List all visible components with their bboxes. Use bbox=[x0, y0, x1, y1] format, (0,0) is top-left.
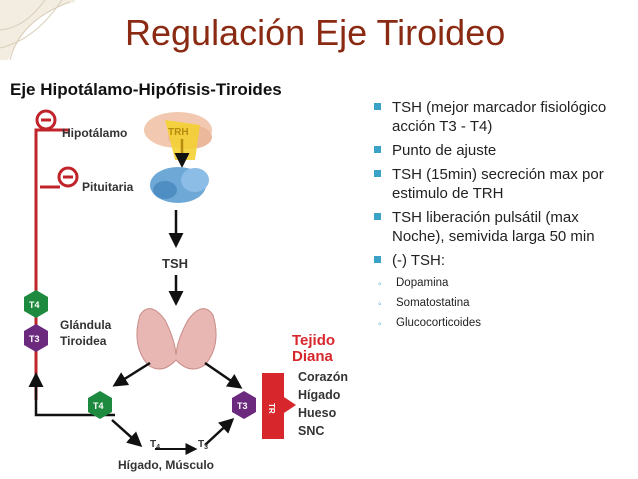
bottom-t4-label: T4 bbox=[150, 439, 160, 451]
target-snc: SNC bbox=[298, 424, 324, 438]
bullet-marker-icon bbox=[374, 103, 381, 110]
bullet-list: TSH (mejor marcador fisiológico acción T… bbox=[372, 98, 634, 336]
slide-title: Regulación Eje Tiroideo bbox=[125, 12, 506, 53]
trh-label: TRH bbox=[168, 127, 189, 138]
bullet-item: (-) TSH: bbox=[372, 251, 634, 270]
glandula-label: Glándula bbox=[60, 318, 112, 332]
bullet-item: TSH (15min) secreción max por estimulo d… bbox=[372, 165, 634, 203]
bullet-item: TSH (mejor marcador fisiológico acción T… bbox=[372, 98, 634, 136]
sub-bullet-item: ◦Glucocorticoides bbox=[378, 317, 482, 330]
corner-ornament bbox=[0, 0, 75, 60]
bullet-marker-icon bbox=[374, 170, 381, 177]
bottom-t3-label: T3 bbox=[198, 439, 208, 451]
bullet-item: TSH liberación pulsátil (max Noche), sem… bbox=[372, 208, 634, 246]
svg-text:T4: T4 bbox=[93, 401, 104, 411]
target-tissue-panel: TR bbox=[262, 373, 296, 439]
sub-bullet-marker-icon: ◦ bbox=[378, 319, 382, 330]
bottom-label: Hígado, Músculo bbox=[118, 458, 214, 472]
bullet-marker-icon bbox=[374, 213, 381, 220]
hypothalamus-illustration: TRH bbox=[144, 112, 212, 168]
sub-bullet-item: ◦Dopamina bbox=[378, 277, 449, 290]
thyroid-axis-diagram: Eje Hipotálamo-Hipófisis-Tiroides Hipotá… bbox=[10, 80, 348, 472]
t3-hexagon-right: T3 bbox=[232, 391, 256, 419]
target-list: Corazón Hígado Hueso SNC bbox=[298, 370, 348, 438]
tejido-label: Tejido bbox=[292, 332, 335, 349]
inhibit-hipotalamo-icon bbox=[35, 109, 57, 131]
feedback-line bbox=[34, 128, 70, 400]
bullet-marker-icon bbox=[374, 256, 381, 263]
t4-hexagon-left: T4 bbox=[24, 290, 48, 318]
tr-label: TR bbox=[267, 403, 276, 414]
pituitary-illustration bbox=[150, 167, 209, 203]
inhibit-pituitaria-icon bbox=[57, 166, 79, 188]
diagram-heading: Eje Hipotálamo-Hipófisis-Tiroides bbox=[10, 80, 282, 99]
sub-bullet-marker-icon: ◦ bbox=[378, 299, 382, 310]
t4-hexagon-middle: T4 bbox=[88, 391, 112, 419]
tiroidea-label: Tiroidea bbox=[60, 334, 107, 348]
diana-label: Diana bbox=[292, 348, 334, 365]
bullet-item: Punto de ajuste bbox=[372, 141, 634, 160]
svg-text:T3: T3 bbox=[237, 401, 248, 411]
hipotalamo-label: Hipotálamo bbox=[62, 126, 127, 140]
tsh-label: TSH bbox=[162, 256, 188, 271]
t3-hexagon-left: T3 bbox=[24, 324, 48, 352]
bullet-marker-icon bbox=[374, 146, 381, 153]
target-hueso: Hueso bbox=[298, 406, 337, 420]
thyroid-gland-illustration bbox=[136, 308, 217, 370]
svg-text:T4: T4 bbox=[29, 300, 40, 310]
sub-bullet-marker-icon: ◦ bbox=[378, 279, 382, 290]
svg-text:T3: T3 bbox=[29, 334, 40, 344]
target-corazon: Corazón bbox=[298, 370, 348, 384]
sub-bullet-item: ◦Somatostatina bbox=[378, 297, 470, 310]
target-higado: Hígado bbox=[298, 388, 341, 402]
pituitaria-label: Pituitaria bbox=[82, 180, 134, 194]
